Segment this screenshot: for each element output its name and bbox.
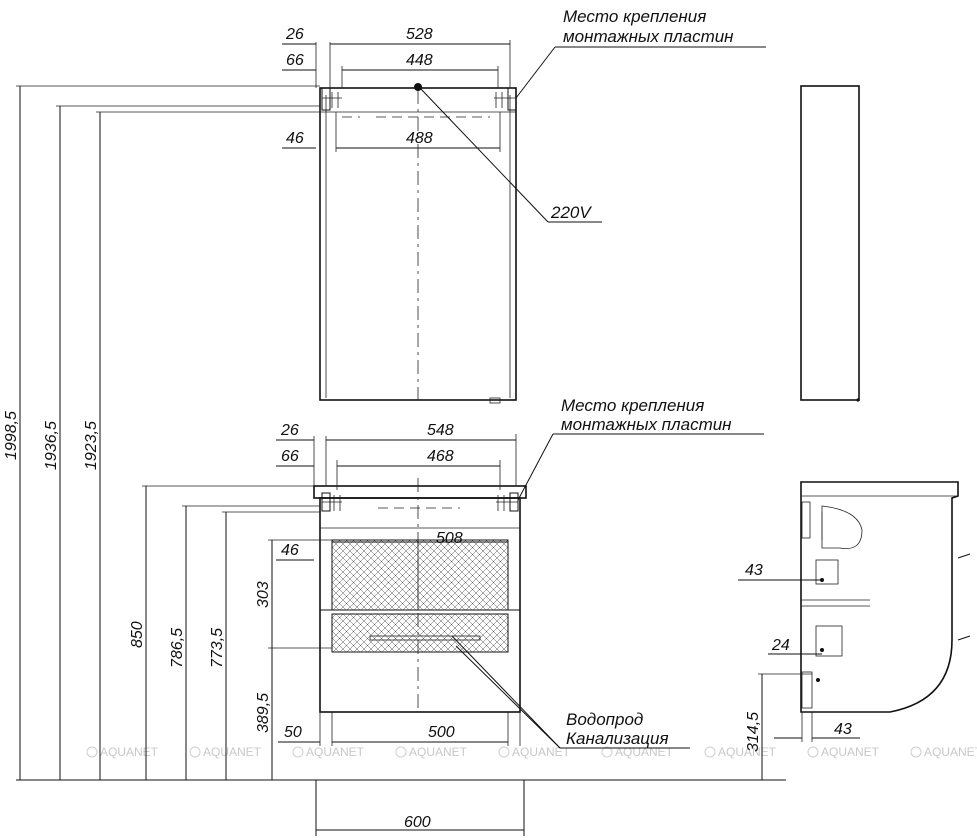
watermark-logo-icon <box>601 746 613 758</box>
vanity-front <box>313 478 527 713</box>
watermark-text: AQUANET <box>100 745 159 759</box>
dim-mid-50: 50 <box>284 724 302 741</box>
power-outlet-marker <box>414 83 422 91</box>
watermark-row: AQUANET AQUANET AQUANET AQUANET AQUANET AQUAN… <box>86 745 977 759</box>
dim-top-448: 448 <box>406 52 433 69</box>
watermark-logo-icon <box>86 746 98 758</box>
callout-plumbing: Водопрод Канализация <box>451 635 690 749</box>
watermark-logo-icon <box>910 746 922 758</box>
dim-top-488: 488 <box>406 130 433 147</box>
vanity-width-dimensions: 26 548 66 468 46 508 303 389,5 50 500 <box>255 422 521 781</box>
dim-side-314: 314,5 <box>745 712 762 752</box>
watermark-logo-icon <box>292 746 304 758</box>
mirror-cabinet-side <box>800 85 860 402</box>
dim-h-773: 773,5 <box>209 628 226 668</box>
dim-h-1998: 1998,5 <box>3 411 20 460</box>
watermark-text: AQUANET <box>306 745 365 759</box>
mount-bracket-vanity-right <box>496 492 519 512</box>
vertical-height-dimensions: 1998,5 1936,5 1923,5 850 786,5 773,5 <box>3 85 320 780</box>
note-mount-mid-line2: монтажных пластин <box>561 415 732 434</box>
watermark-text: AQUANET <box>409 745 468 759</box>
mount-bracket-right <box>494 87 517 111</box>
note-water: Водопрод <box>566 710 643 729</box>
dim-top-66: 66 <box>286 52 304 69</box>
dim-mid-548: 548 <box>427 422 454 439</box>
dim-mid-66: 66 <box>281 448 299 465</box>
watermark-text: AQUANET <box>924 745 977 759</box>
note-power: 220V <box>550 203 592 222</box>
vanity-side-dimensions: 43 24 314,5 43 <box>738 562 860 780</box>
watermark-logo-icon <box>395 746 407 758</box>
note-mount-mid-line1: Место крепления <box>561 396 704 415</box>
watermark-text: AQUANET <box>203 745 262 759</box>
watermark-text: AQUANET <box>512 745 571 759</box>
dim-mid-46: 46 <box>281 542 299 559</box>
vanity-side <box>800 481 971 713</box>
watermark-text: AQUANET <box>821 745 880 759</box>
dim-w-600: 600 <box>404 814 431 831</box>
dim-mid-500: 500 <box>428 724 455 741</box>
dim-mid-468: 468 <box>427 448 454 465</box>
watermark-logo-icon <box>704 746 716 758</box>
dim-h-1923: 1923,5 <box>83 421 100 470</box>
note-sewer: Канализация <box>566 729 669 748</box>
dim-top-46: 46 <box>286 130 304 147</box>
note-mount-top-line1: Место крепления <box>563 7 706 26</box>
dim-top-528: 528 <box>406 26 433 43</box>
dim-side-43b: 43 <box>834 721 852 738</box>
mount-bracket-left <box>321 87 342 111</box>
mirror-width-dimensions: 26 528 66 448 46 488 <box>282 26 511 152</box>
dim-h-1936: 1936,5 <box>43 421 60 470</box>
callout-mount-top: Место крепления монтажных пластин <box>515 7 766 99</box>
dim-mid-508: 508 <box>436 530 463 547</box>
dim-h-850: 850 <box>129 621 146 648</box>
bottom-width-dimension: 600 <box>315 780 525 836</box>
dim-mid-26: 26 <box>280 422 299 439</box>
mount-bracket-vanity-left <box>321 492 342 512</box>
dim-mid-389: 389,5 <box>255 693 272 733</box>
watermark-logo-icon <box>498 746 510 758</box>
dim-side-24: 24 <box>771 637 790 654</box>
watermark-logo-icon <box>189 746 201 758</box>
dim-mid-303: 303 <box>255 581 272 608</box>
dim-h-786: 786,5 <box>169 628 186 668</box>
watermark-logo-icon <box>807 746 819 758</box>
note-mount-top-line2: монтажных пластин <box>563 27 734 46</box>
dim-top-26: 26 <box>285 26 304 43</box>
mirror-cabinet-front <box>319 83 517 404</box>
callout-mount-mid: Место крепления монтажных пластин <box>517 396 764 501</box>
callout-power: 220V <box>419 87 602 223</box>
plumbing-zone-upper <box>331 539 509 611</box>
dim-side-43a: 43 <box>745 562 763 579</box>
plumbing-zone-lower <box>331 613 509 653</box>
